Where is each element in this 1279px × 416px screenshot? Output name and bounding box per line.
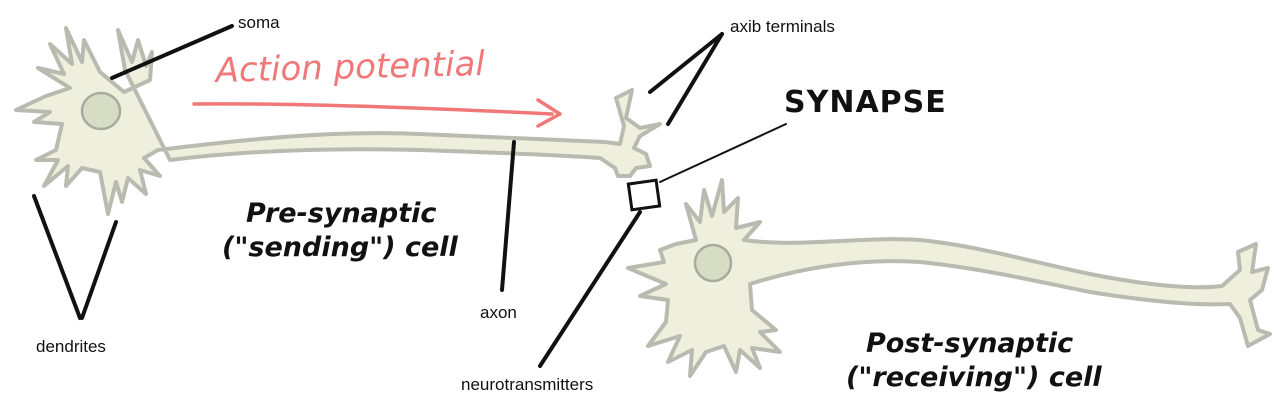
- presynaptic-label-line1: Pre-synaptic: [246, 198, 436, 229]
- axon-leader-line: [500, 140, 516, 292]
- action-potential-label: Action potential: [213, 44, 486, 91]
- synapse-label: SYNAPSE: [784, 85, 947, 120]
- terminals-leader-line-1: [648, 32, 724, 94]
- presynaptic-nucleus: [80, 91, 122, 131]
- axib-terminals-label: axib terminals: [730, 17, 835, 36]
- postsynaptic-neuron: [626, 178, 1272, 378]
- soma-label: soma: [238, 13, 280, 32]
- presynaptic-neuron: [14, 26, 662, 216]
- presynaptic-cell-body: [14, 26, 662, 216]
- postsynaptic-cell: [626, 178, 1272, 378]
- postsynaptic-label-line2: ("receiving") cell: [846, 362, 1102, 393]
- synapse-leader-line: [659, 123, 787, 183]
- neurotransmitters-label: neurotransmitters: [461, 375, 593, 394]
- dendrites-label: dendrites: [36, 337, 106, 356]
- terminals-leader-line-2: [666, 32, 724, 126]
- soma-leader-line: [110, 24, 234, 80]
- dendrites-leader-line-1: [32, 194, 82, 320]
- neurotransmitters-leader-line: [538, 210, 642, 368]
- postsynaptic-label-line1: Post-synaptic: [866, 328, 1073, 359]
- presynaptic-label-line2: ("sending") cell: [222, 232, 459, 263]
- dendrites-leader-line-2: [80, 220, 118, 320]
- axon-label: axon: [480, 303, 517, 322]
- synapse-box: [626, 178, 662, 212]
- action-potential-arrow: [192, 98, 562, 128]
- postsynaptic-nucleus: [693, 243, 733, 283]
